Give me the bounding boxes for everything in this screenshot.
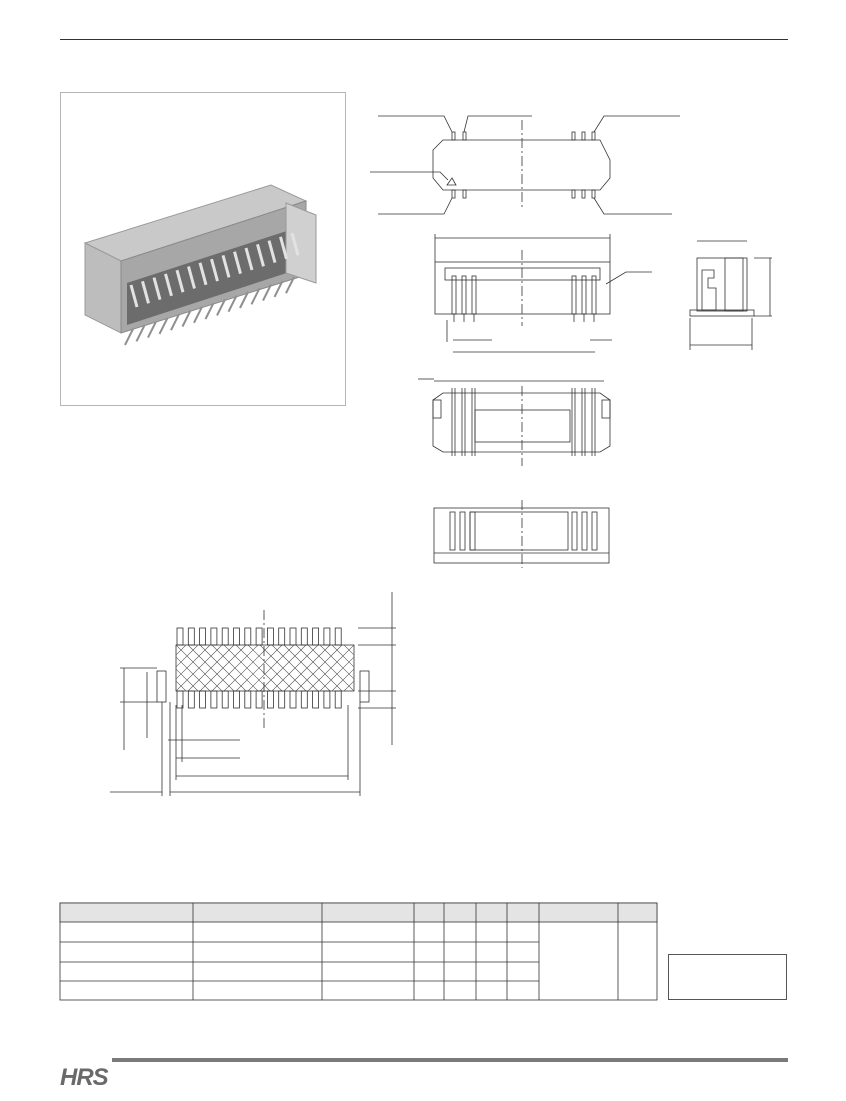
note-box (668, 954, 787, 1000)
footer-rule (112, 1058, 788, 1062)
svg-text:HRS: HRS (60, 1064, 109, 1091)
hrs-logo: HRS (60, 1064, 110, 1091)
spec-table (59, 902, 658, 1001)
product-photo-frame (60, 92, 346, 406)
connector-photo (83, 184, 317, 346)
header-rule (60, 39, 788, 40)
